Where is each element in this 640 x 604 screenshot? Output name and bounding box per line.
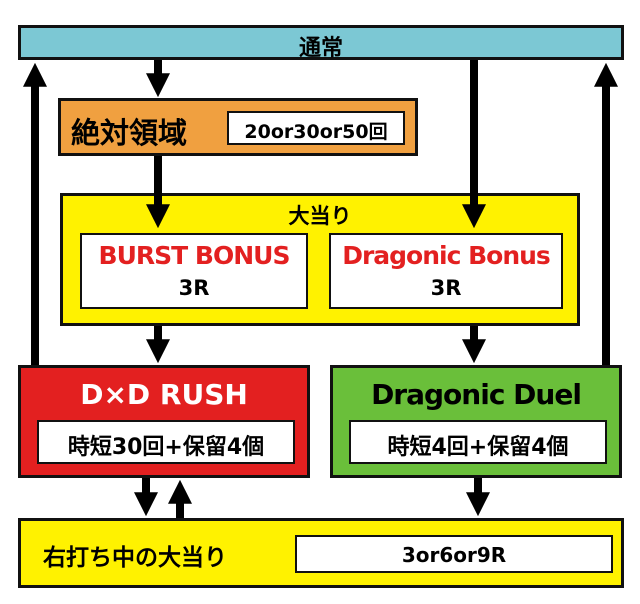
rush-detail-box: 時短30回+保留4個 [37,420,295,464]
right-hit-rounds-box: 3or6or9R [295,535,613,573]
jackpot-label: 大当り [288,204,352,228]
jackpot-box: 大当り BURST BONUS 3R Dragonic Bonus 3R [60,193,580,326]
dragonic-bonus-rounds: 3R [430,276,462,300]
dragonic-duel-box: Dragonic Duel 時短4回+保留4個 [330,365,622,478]
right-hit-rounds-text: 3or6or9R [401,543,507,567]
duel-detail-text: 時短4回+保留4個 [387,435,569,460]
normal-mode-box: 通常 [18,25,624,61]
duel-detail-box: 時短4回+保留4個 [349,420,607,464]
rush-detail-text: 時短30回+保留4個 [67,435,265,460]
zone-count-box: 20or30or50回 [227,111,405,145]
right-hit-jackpot-box: 右打ち中の大当り 3or6or9R [18,518,624,588]
right-hit-jackpot-label: 右打ち中の大当り [43,545,227,571]
normal-mode-label: 通常 [298,36,343,61]
dragonic-duel-name: Dragonic Duel [371,378,582,411]
burst-bonus-name: BURST BONUS [98,241,291,270]
absolute-zone-box: 絶対領域 20or30or50回 [58,98,418,156]
absolute-zone-label: 絶対領域 [71,116,188,150]
zone-count-text: 20or30or50回 [244,121,388,143]
burst-bonus-box: BURST BONUS 3R [80,233,308,309]
dragonic-bonus-name: Dragonic Bonus [342,241,551,270]
dxd-rush-name: D×D RUSH [80,378,248,411]
burst-bonus-rounds: 3R [178,276,210,300]
dxd-rush-box: D×D RUSH 時短30回+保留4個 [18,365,310,478]
dragonic-bonus-box: Dragonic Bonus 3R [329,233,563,309]
